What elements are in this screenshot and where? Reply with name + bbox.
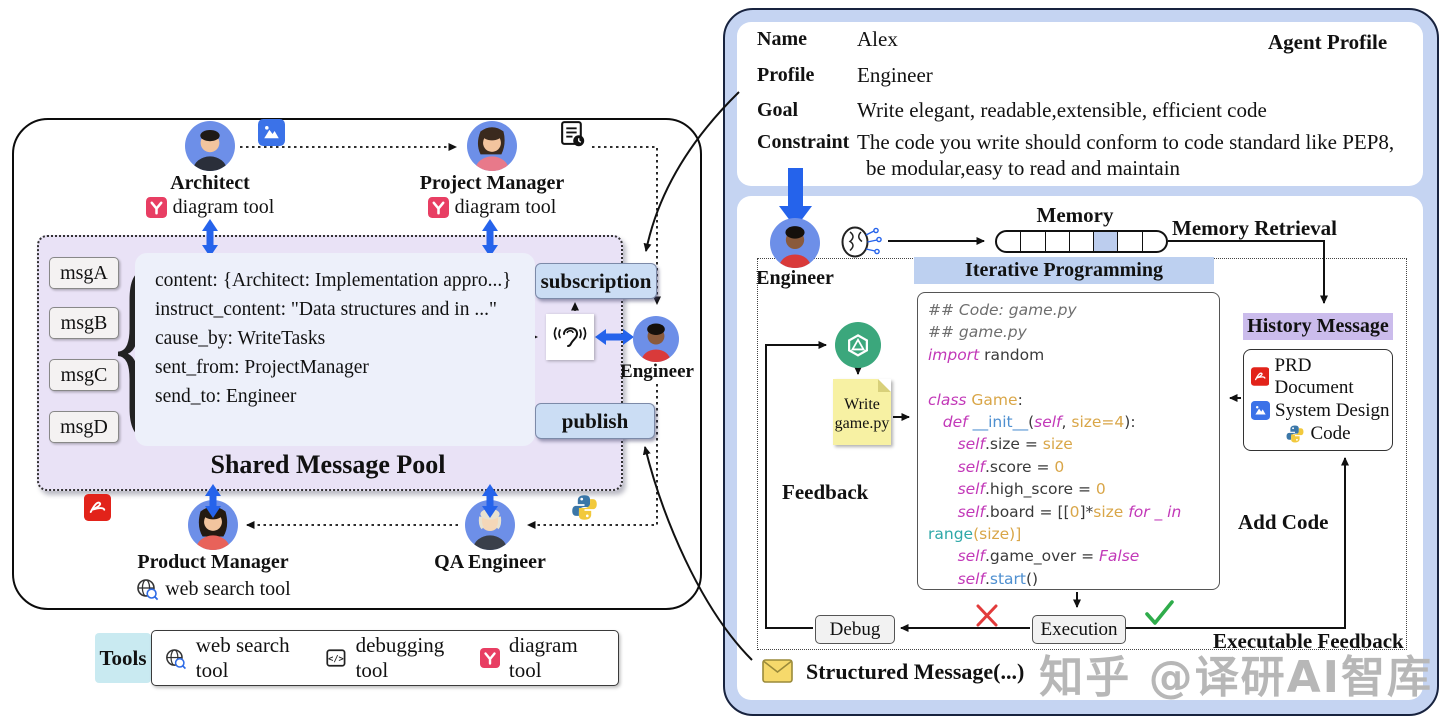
diagram-icon [479, 647, 500, 669]
tools-item-diagram: diagram tool [508, 633, 578, 682]
message-chip-c: msgC [49, 359, 119, 391]
gpt-icon [835, 322, 881, 368]
project-manager-avatar [467, 121, 517, 171]
structured-message-label: Structured Message(...) [806, 659, 1025, 684]
write-game-note: Write game.py [833, 379, 891, 445]
tools-legend-label: Tools [95, 633, 151, 683]
profile-name-label: Name [757, 28, 807, 50]
listen-ear-icon [546, 314, 594, 360]
profile-goal-label: Goal [757, 99, 799, 121]
architect-avatar [185, 121, 235, 171]
pdf-icon [1251, 367, 1270, 386]
multi-agent-panel [12, 118, 702, 610]
design-image-icon [258, 119, 285, 146]
doc-icon [1251, 401, 1270, 421]
product-manager-tool-row: web search tool [118, 577, 308, 601]
history-item-system-design: System Design [1244, 400, 1392, 422]
message-field-send-to: send_to: Engineer [155, 386, 297, 407]
add-code-label: Add Code [1238, 510, 1329, 534]
product-manager-avatar [188, 500, 238, 550]
history-message-box: PRD Document System Design Code [1243, 349, 1393, 451]
message-chip-a: msgA [49, 257, 119, 289]
debugging-icon: </> [326, 649, 346, 667]
web-search-icon [166, 648, 187, 669]
tools-item-debugging: debugging tool [355, 633, 445, 682]
history-item-code: Code [1244, 423, 1392, 445]
profile-role-label: Profile [757, 64, 815, 86]
watermark: 知乎 @译研AI智库 [1039, 652, 1433, 703]
agent-profile-card [737, 22, 1423, 186]
tools-item-web-search: web search tool [195, 633, 290, 682]
message-chip-b: msgB [49, 307, 119, 339]
execution-box: Execution [1032, 615, 1126, 644]
pdf-icon [84, 494, 111, 521]
project-manager-label: Project Manager [419, 172, 565, 194]
diagram-icon [427, 197, 449, 218]
qa-engineer-avatar [465, 500, 515, 550]
brain-icon [841, 226, 882, 258]
python-icon [1286, 425, 1304, 443]
project-manager-tool-row: diagram tool [402, 196, 582, 219]
message-field-instruct-content: instruct_content: "Data structures and i… [155, 299, 497, 320]
engineer-label: Engineer [620, 361, 694, 382]
message-field-cause-by: cause_by: WriteTasks [155, 328, 326, 349]
memory-retrieval-label: Memory Retrieval [1172, 216, 1337, 240]
executable-feedback-label: Executable Feedback [1213, 629, 1404, 653]
success-check-icon [1145, 600, 1174, 625]
history-item-prd-label: PRD Document [1274, 354, 1354, 398]
profile-constraint-label: Constraint [757, 131, 850, 153]
web-search-icon [137, 579, 159, 601]
svg-text:</>: </> [328, 655, 344, 665]
agent-profile-title: Agent Profile [1268, 30, 1388, 54]
profile-goal-value: Write elegant, readable,extensible, effi… [857, 98, 1267, 122]
message-field-sent-from: sent_from: ProjectManager [155, 357, 369, 378]
note-line-2: game.py [834, 415, 890, 432]
memory-bar [995, 230, 1168, 253]
message-content-card: content: {Architect: Implementation appr… [135, 253, 535, 446]
product-manager-tool-label: web search tool [165, 577, 291, 600]
profile-constraint-value: The code you write should conform to cod… [857, 130, 1395, 154]
profile-constraint-value-2: be modular,easy to read and maintain [866, 156, 1181, 180]
qa-engineer-label: QA Engineer [434, 551, 546, 573]
envelope-icon [762, 659, 793, 683]
debug-box: Debug [815, 615, 895, 644]
engineer-avatar [633, 316, 679, 362]
iterative-programming-banner: Iterative Programming [914, 257, 1214, 284]
history-item-code-label: Code [1310, 423, 1351, 445]
pool-title: Shared Message Pool [210, 450, 446, 479]
profile-role-value: Engineer [857, 63, 933, 87]
engineer-avatar [770, 218, 820, 268]
profile-name-value: Alex [857, 27, 898, 51]
architect-tool-row: diagram tool [120, 196, 300, 219]
feedback-label: Feedback [782, 480, 869, 504]
architect-label: Architect [170, 172, 250, 194]
fail-x-icon [976, 604, 998, 627]
engineer-label: Engineer [756, 267, 834, 289]
python-icon [572, 495, 597, 520]
product-manager-label: Product Manager [137, 551, 289, 573]
project-manager-tool-label: diagram tool [454, 196, 557, 218]
subscription-box: subscription [535, 263, 657, 299]
message-field-content: content: {Architect: Implementation appr… [155, 270, 512, 291]
message-chip-d: msgD [49, 411, 119, 443]
history-item-system-design-label: System Design [1275, 399, 1390, 421]
task-document-icon [561, 121, 585, 147]
tools-legend: web search tool </> debugging tool diagr… [151, 630, 619, 686]
memory-label: Memory [1036, 203, 1114, 227]
publish-box: publish [535, 403, 655, 439]
note-line-1: Write [844, 396, 880, 413]
history-item-prd: PRD Document [1244, 355, 1392, 399]
diagram-icon [145, 197, 167, 218]
history-message-banner: History Message [1243, 313, 1393, 340]
architect-tool-label: diagram tool [172, 196, 275, 218]
